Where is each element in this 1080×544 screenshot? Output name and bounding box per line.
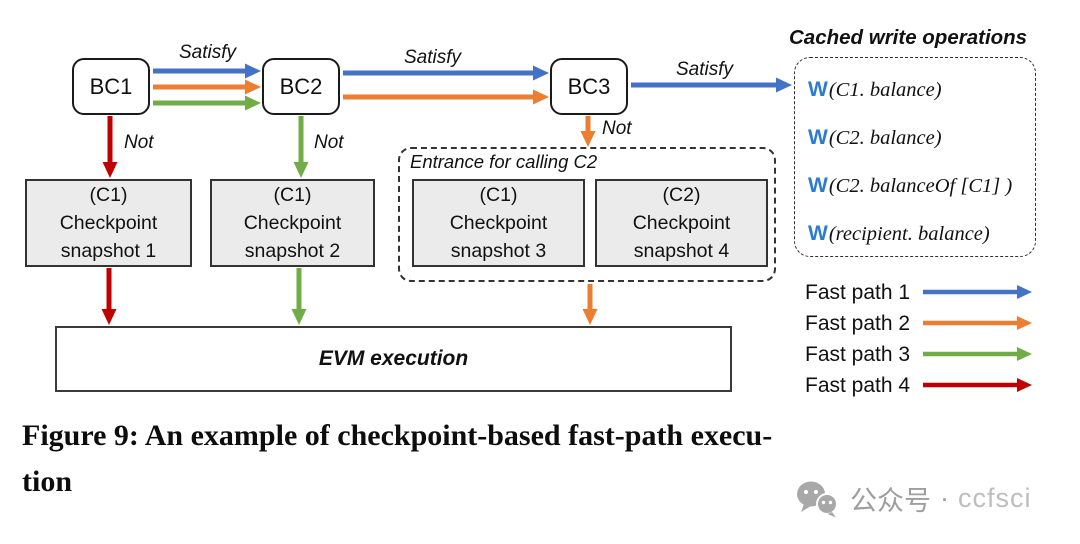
- fast-path-3-arrowhead-bc2-snapshot2: [293, 162, 309, 178]
- write-op-symbol: W: [808, 174, 828, 197]
- checkpoint-snapshot-3-box: (C1) Checkpoint snapshot 3: [412, 179, 585, 267]
- entrance-group-label: Entrance for calling C2: [410, 151, 598, 172]
- evm-execution-box: EVM execution: [55, 326, 732, 392]
- cached-write-operations-panel: W (C1. balance) W (C2. balance) W (C2. b…: [794, 57, 1036, 257]
- checkpoint-snapshot-4-box: (C2) Checkpoint snapshot 4: [595, 179, 768, 267]
- fast-path-1-arrowhead-bc1-bc2: [245, 63, 261, 79]
- legend-arrowhead-fast-path-1: [1017, 285, 1032, 299]
- legend-arrowhead-fast-path-2: [1017, 316, 1032, 330]
- watermark-text-cn: 公众号: [850, 486, 931, 516]
- snapshot-2-line2: snapshot 2: [244, 240, 341, 262]
- fast-path-3-arrowhead-bc1-bc2: [245, 95, 261, 111]
- legend-arrowhead-fast-path-3: [1017, 347, 1032, 361]
- figure-caption-line1: Figure 9: An example of checkpoint-based…: [22, 419, 773, 452]
- snapshot-4-line2: snapshot 4: [633, 240, 730, 262]
- cached-write-item-3: W (C2. balanceOf [C1] ): [808, 174, 1027, 201]
- edge-label-satisfy-1: Satisfy: [179, 42, 237, 63]
- snapshot-1-line1: Checkpoint: [59, 212, 158, 234]
- evm-execution-label: EVM execution: [318, 347, 469, 370]
- edge-label-not-3: Not: [602, 118, 632, 139]
- write-op-symbol: W: [808, 126, 828, 149]
- snapshot-4-line1: Checkpoint: [632, 212, 731, 234]
- fast-path-2-arrowhead-bc3-entrance: [580, 131, 596, 147]
- fast-path-2-arrowhead-bc1-bc2: [245, 79, 261, 95]
- node-bc1: BC1: [72, 58, 150, 115]
- write-op-symbol: W: [808, 78, 828, 101]
- snapshot-2-contract: (C1): [273, 184, 312, 206]
- checkpoint-snapshot-1-box: (C1) Checkpoint snapshot 1: [25, 179, 192, 267]
- snapshot-2-line1: Checkpoint: [243, 212, 342, 234]
- watermark-separator: ·: [940, 483, 949, 513]
- node-bc2: BC2: [262, 58, 340, 115]
- edge-label-satisfy-3: Satisfy: [676, 59, 734, 80]
- checkpoint-snapshot-2-box: (C1) Checkpoint snapshot 2: [210, 179, 375, 267]
- fast-path-4-arrowhead-bc1-snapshot1: [102, 162, 118, 178]
- node-bc2-label: BC2: [279, 73, 323, 99]
- write-op-expression: (C1. balance): [828, 79, 942, 101]
- fast-path-1-arrowhead-bc2-bc3: [533, 65, 549, 81]
- figure-caption: Figure 9: An example of checkpoint-based…: [22, 413, 1067, 505]
- edge-label-not-2: Not: [314, 132, 344, 153]
- legend-item-label-1: Fast path 1: [805, 281, 911, 304]
- figure-caption-line2: tion: [22, 465, 73, 498]
- snapshot-3-contract: (C1): [479, 184, 518, 206]
- write-op-expression: (C2. balanceOf [C1] ): [828, 175, 1013, 197]
- snapshot-3-line1: Checkpoint: [449, 212, 548, 234]
- watermark-text-en: ccfsci: [958, 483, 1032, 513]
- fast-path-3-arrowhead-snapshot2-evm: [291, 309, 307, 325]
- snapshot-3-line2: snapshot 3: [450, 240, 547, 262]
- wechat-icon-eyes: [803, 489, 833, 504]
- wechat-icon: [797, 481, 838, 517]
- snapshot-4-contract: (C2): [662, 184, 701, 206]
- legend-item-label-3: Fast path 3: [805, 343, 911, 366]
- entrance-group-box: Entrance for calling C2: [398, 147, 776, 282]
- wechat-icon-bubbles: [797, 481, 838, 517]
- node-bc1-label: BC1: [89, 73, 133, 99]
- wechat-watermark: 公众号 · ccfsci: [795, 479, 1032, 518]
- snapshot-1-contract: (C1): [89, 184, 128, 206]
- legend-item-label-4: Fast path 4: [805, 374, 911, 397]
- node-bc3-label: BC3: [567, 73, 611, 99]
- fast-path-2-arrowhead-entrance-evm: [582, 309, 598, 325]
- edge-label-not-1: Not: [124, 132, 154, 153]
- write-op-expression: (C2. balance): [828, 127, 942, 149]
- write-op-symbol: W: [808, 222, 828, 245]
- edge-label-satisfy-2: Satisfy: [404, 47, 462, 68]
- cached-write-item-1: W (C1. balance): [808, 78, 1027, 105]
- cached-write-item-2: W (C2. balance): [808, 126, 1027, 153]
- cached-write-item-4: W (recipient. balance): [808, 222, 1027, 249]
- legend-arrowhead-fast-path-4: [1017, 378, 1032, 392]
- node-bc3: BC3: [550, 58, 628, 115]
- snapshot-1-line2: snapshot 1: [60, 240, 157, 262]
- fast-path-2-arrowhead-bc2-bc3: [533, 89, 549, 105]
- fast-path-1-arrowhead-bc3-cache: [776, 77, 792, 93]
- legend-item-label-2: Fast path 2: [805, 312, 911, 335]
- cached-write-operations-title: Cached write operations: [789, 26, 1028, 49]
- write-op-expression: (recipient. balance): [828, 223, 990, 245]
- fast-path-4-arrowhead-snapshot1-evm: [101, 309, 117, 325]
